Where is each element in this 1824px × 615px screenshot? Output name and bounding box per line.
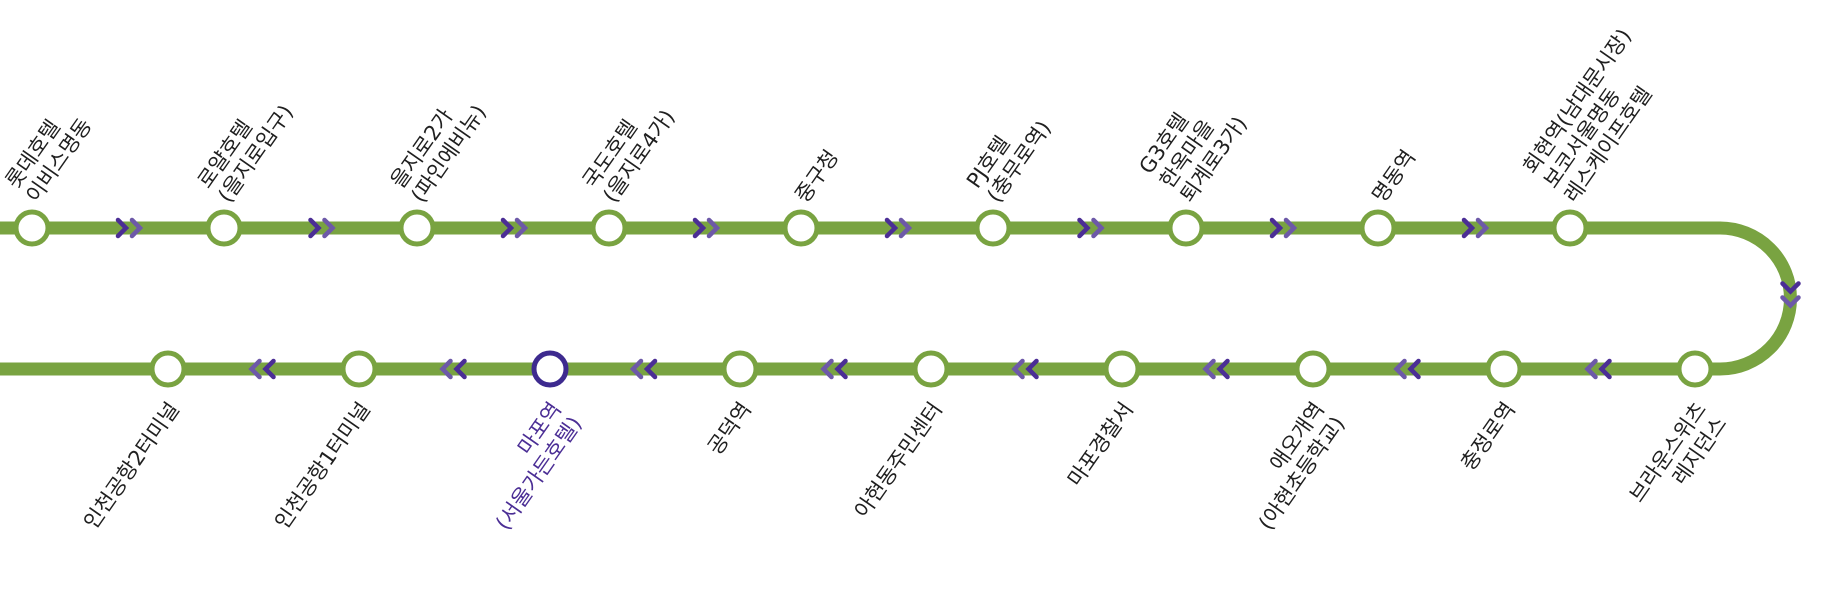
double-chevron-icon — [1584, 358, 1612, 380]
station-label-line: 공덕역 — [703, 398, 756, 459]
station-label: 애오개역(아현초등학교) — [1254, 398, 1350, 534]
station-marker — [1485, 350, 1523, 388]
station-label-line: 인천공항2터미널 — [79, 398, 184, 533]
station-marker — [1167, 209, 1205, 247]
direction-arrows — [115, 217, 1801, 380]
double-chevron-icon — [1202, 358, 1230, 380]
double-chevron-icon — [1461, 217, 1490, 239]
route-line-path — [0, 221, 1797, 376]
station-label-line: 아현동주민센터 — [850, 398, 947, 523]
double-chevron-icon — [248, 358, 276, 380]
station-label: 을지로2가(파인에비뉴) — [386, 101, 491, 207]
route-line — [0, 221, 1797, 376]
station-label-line: 마포경찰서 — [1063, 398, 1138, 491]
station-marker — [721, 350, 759, 388]
double-chevron-icon — [1011, 358, 1039, 380]
double-chevron-icon — [115, 217, 144, 239]
double-chevron-icon — [1393, 358, 1421, 380]
station-marker — [974, 209, 1012, 247]
station-label-line: 명동역 — [1367, 146, 1420, 207]
double-chevron-icon — [884, 217, 913, 239]
station-marker — [1551, 209, 1589, 247]
station-label: 중구청 — [790, 146, 843, 207]
station-label: 아현동주민센터 — [850, 398, 947, 523]
station-label-line: 충정로역 — [1456, 398, 1520, 475]
double-chevron-icon — [308, 217, 336, 239]
station-label: 공덕역 — [703, 398, 756, 459]
station-marker — [1103, 350, 1141, 388]
station-label-line: 중구청 — [790, 146, 843, 207]
station-marker — [340, 350, 378, 388]
current-station-marker — [531, 350, 569, 388]
station-marker — [13, 209, 51, 247]
double-chevron-icon — [820, 358, 848, 380]
double-chevron-icon — [1269, 217, 1298, 239]
station-marker — [590, 209, 628, 247]
station-marker — [782, 209, 820, 247]
double-chevron-icon — [629, 358, 658, 380]
station-marker — [398, 209, 436, 247]
double-chevron-icon — [439, 358, 467, 380]
station-label: 인천공항1터미널 — [270, 398, 375, 533]
stations — [13, 209, 1714, 388]
double-chevron-icon — [1780, 281, 1801, 309]
station-marker — [1676, 350, 1714, 388]
current-station-label: 마포역(서울가든호텔) — [491, 398, 587, 534]
station-marker — [912, 350, 950, 388]
double-chevron-icon — [1077, 217, 1105, 239]
station-marker — [149, 350, 187, 388]
station-label: 로얄호텔(을지로입구) — [193, 101, 298, 207]
station-label: 마포경찰서 — [1063, 398, 1138, 491]
double-chevron-icon — [692, 217, 721, 239]
station-marker — [1294, 350, 1332, 388]
station-marker — [1359, 209, 1397, 247]
station-label: 인천공항2터미널 — [79, 398, 184, 533]
station-label-line: 인천공항1터미널 — [270, 398, 375, 533]
station-marker — [205, 209, 243, 247]
station-label: 국도호텔(을지로4가) — [578, 105, 680, 206]
double-chevron-icon — [500, 217, 529, 239]
station-label: PJ호텔(충무로역) — [962, 116, 1056, 206]
station-label: 충정로역 — [1456, 398, 1520, 475]
station-label: 명동역 — [1367, 146, 1420, 207]
